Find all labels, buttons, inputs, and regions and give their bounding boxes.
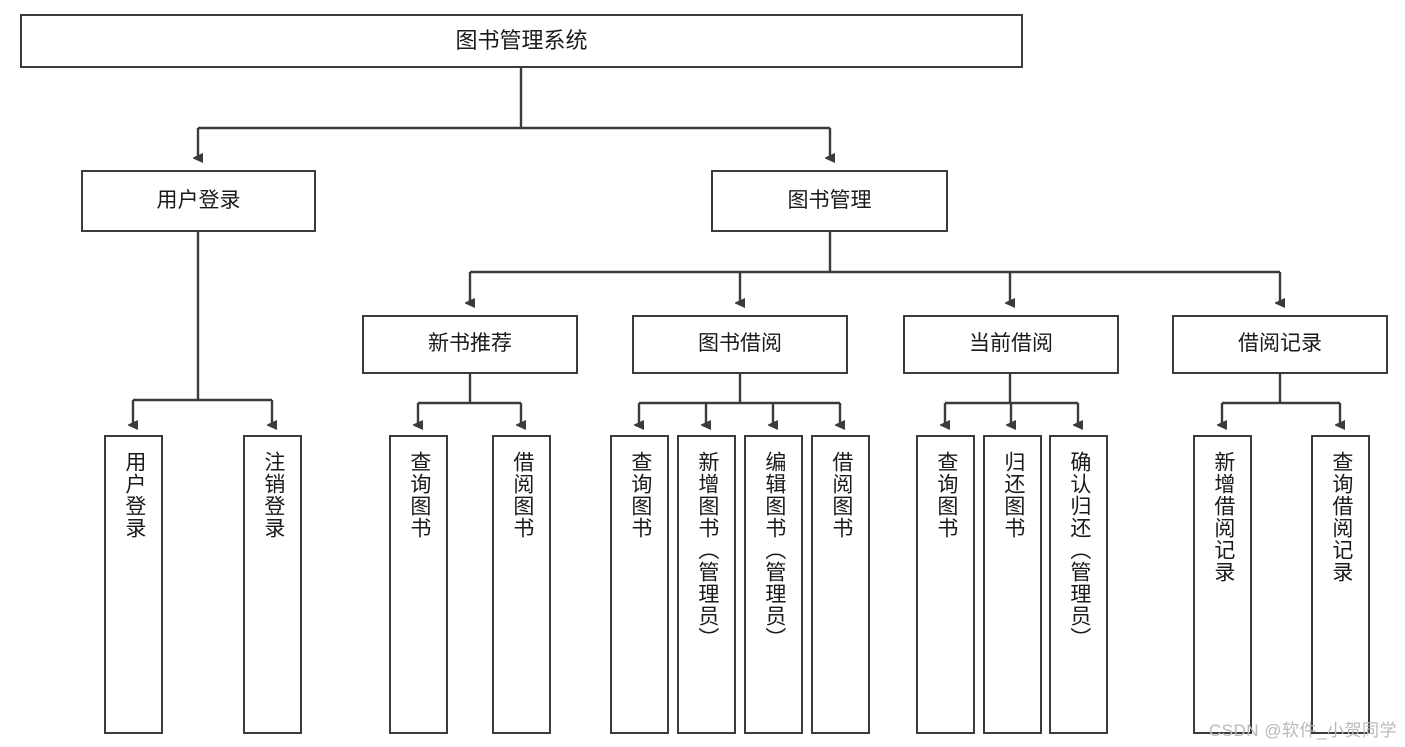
- node-current-borrow[interactable]: 当前借阅: [903, 315, 1119, 374]
- leaf-nb-borrow-book-label: 借阅图书: [510, 451, 534, 539]
- leaf-user-login-label: 用户登录: [122, 451, 146, 539]
- leaf-bb-borrow-book-label: 借阅图书: [829, 451, 853, 539]
- node-new-book-recommend-label: 新书推荐: [428, 332, 512, 356]
- leaf-user-login[interactable]: 用户登录: [104, 435, 163, 734]
- leaf-cb-return-book-label: 归还图书: [1001, 451, 1025, 539]
- node-root[interactable]: 图书管理系统: [20, 14, 1023, 68]
- leaf-br-query-record-label: 查询借阅记录: [1329, 451, 1353, 583]
- leaf-cb-return-book[interactable]: 归还图书: [983, 435, 1042, 734]
- csdn-watermark: CSDN @软件_小贺同学: [1208, 721, 1397, 740]
- leaf-br-add-record-label: 新增借阅记录: [1211, 451, 1235, 583]
- node-book-borrow-label: 图书借阅: [698, 332, 782, 356]
- node-book-borrow[interactable]: 图书借阅: [632, 315, 848, 374]
- leaf-bb-add-book[interactable]: 新增图书（管理员）: [677, 435, 736, 734]
- leaf-cb-confirm-return-label: 确认归还（管理员）: [1067, 451, 1091, 649]
- leaf-bb-query-book[interactable]: 查询图书: [610, 435, 669, 734]
- leaf-bb-edit-book[interactable]: 编辑图书（管理员）: [744, 435, 803, 734]
- leaf-br-query-record[interactable]: 查询借阅记录: [1311, 435, 1370, 734]
- leaf-bb-query-book-label: 查询图书: [628, 451, 652, 539]
- node-user-login[interactable]: 用户登录: [81, 170, 316, 232]
- node-borrow-records[interactable]: 借阅记录: [1172, 315, 1388, 374]
- leaf-br-add-record[interactable]: 新增借阅记录: [1193, 435, 1252, 734]
- leaf-logout-label: 注销登录: [261, 451, 285, 539]
- leaf-nb-query-book-label: 查询图书: [407, 451, 431, 539]
- leaf-cb-confirm-return[interactable]: 确认归还（管理员）: [1049, 435, 1108, 734]
- leaf-bb-add-book-label: 新增图书（管理员）: [695, 451, 719, 649]
- node-current-borrow-label: 当前借阅: [969, 332, 1053, 356]
- leaf-bb-borrow-book[interactable]: 借阅图书: [811, 435, 870, 734]
- leaf-nb-borrow-book[interactable]: 借阅图书: [492, 435, 551, 734]
- node-root-label: 图书管理系统: [455, 28, 588, 54]
- node-book-management-label: 图书管理: [787, 188, 872, 212]
- leaf-nb-query-book[interactable]: 查询图书: [389, 435, 448, 734]
- leaf-cb-query-book[interactable]: 查询图书: [916, 435, 975, 734]
- leaf-cb-query-book-label: 查询图书: [934, 451, 958, 539]
- leaf-logout[interactable]: 注销登录: [243, 435, 302, 734]
- node-book-management[interactable]: 图书管理: [711, 170, 948, 232]
- node-user-login-label: 用户登录: [156, 188, 241, 212]
- node-new-book-recommend[interactable]: 新书推荐: [362, 315, 578, 374]
- node-borrow-records-label: 借阅记录: [1238, 332, 1322, 356]
- leaf-bb-edit-book-label: 编辑图书（管理员）: [762, 451, 786, 649]
